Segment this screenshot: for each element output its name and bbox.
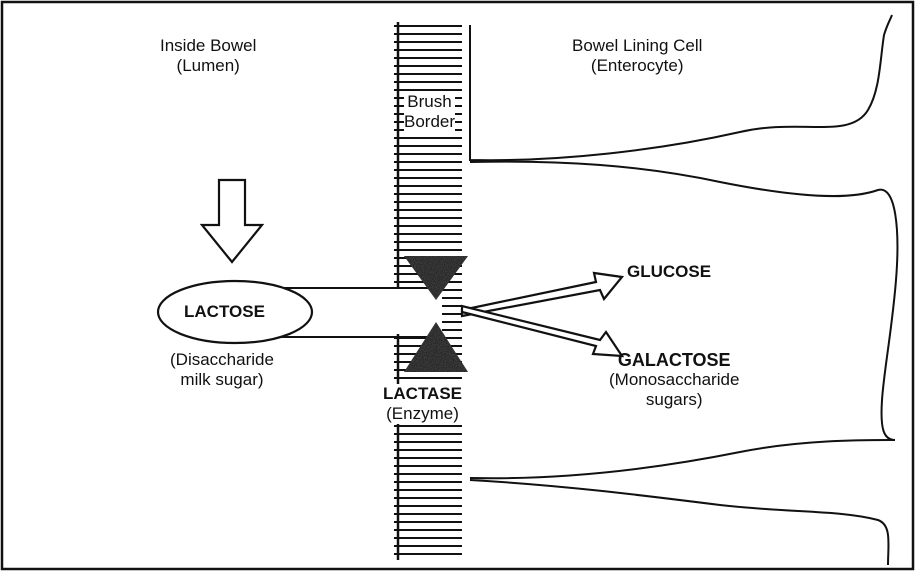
- lumen-down-arrow: [202, 180, 262, 262]
- lactose-desc: (Disaccharide milk sugar): [170, 350, 274, 390]
- brush-border-label: Brush Border: [404, 92, 455, 132]
- brush-border-line2: Border: [404, 112, 455, 132]
- products-desc-line2: sugars): [609, 390, 739, 410]
- lactose-desc-line1: (Disaccharide: [170, 350, 274, 370]
- glucose-label: GLUCOSE: [627, 262, 711, 282]
- lumen-label: Inside Bowel (Lumen): [160, 36, 256, 76]
- lactase-name: LACTASE: [383, 384, 462, 404]
- galactose-label: GALACTOSE (Monosaccharide sugars): [609, 350, 739, 410]
- lactose-name: LACTOSE: [184, 302, 265, 322]
- lumen-subtitle: (Lumen): [160, 56, 256, 76]
- cell-label: Bowel Lining Cell (Enterocyte): [572, 36, 702, 76]
- galactose-arrow: [462, 306, 622, 356]
- glucose-arrow: [462, 273, 622, 316]
- products-desc-line1: (Monosaccharide: [609, 370, 739, 390]
- lumen-title: Inside Bowel: [160, 36, 256, 56]
- brush-border-line1: Brush: [404, 92, 455, 112]
- lactase-desc: (Enzyme): [383, 404, 462, 424]
- galactose-text: GALACTOSE: [609, 350, 739, 370]
- enterocyte-outlines: [470, 15, 897, 565]
- lactose-desc-line2: milk sugar): [170, 370, 274, 390]
- lactase-label: LACTASE (Enzyme): [383, 384, 462, 424]
- glucose-text: GLUCOSE: [627, 262, 711, 281]
- lactose-name-text: LACTOSE: [184, 302, 265, 321]
- cell-subtitle: (Enterocyte): [572, 56, 702, 76]
- cell-title: Bowel Lining Cell: [572, 36, 702, 56]
